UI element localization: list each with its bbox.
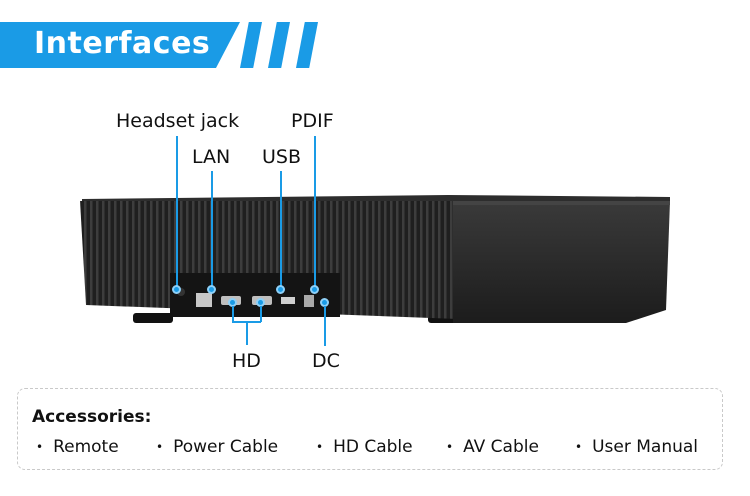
lan-label: LAN xyxy=(192,146,231,168)
headset-jack-label: Headset jack xyxy=(116,110,240,132)
accessory-item: •AV Cable xyxy=(446,437,539,457)
usb-label: USB xyxy=(262,146,302,168)
dc-label: DC xyxy=(312,350,340,372)
lan-callout-line xyxy=(211,171,213,288)
banner-stripe xyxy=(240,22,262,68)
accessory-item: •Power Cable xyxy=(156,437,279,457)
accessory-item: •User Manual xyxy=(575,437,699,457)
lan-callout-dot xyxy=(207,285,216,294)
banner-stripe xyxy=(296,22,318,68)
accessory-item: •HD Cable xyxy=(316,437,413,457)
accessories-title: Accessories: xyxy=(32,407,152,427)
header-banner xyxy=(0,22,240,68)
headset-callout-dot xyxy=(172,285,181,294)
accessory-item: •Remote xyxy=(36,437,119,457)
accessory-label: Power Cable xyxy=(173,437,279,457)
accessory-label: User Manual xyxy=(592,437,699,457)
hd-callout-line xyxy=(260,306,262,322)
pdif-callout-line xyxy=(314,136,316,288)
accessories-box: Accessories: •Remote •Power Cable •HD Ca… xyxy=(17,388,723,470)
hd-callout-line xyxy=(246,321,248,345)
accessory-label: AV Cable xyxy=(463,437,539,457)
pdif-label: PDIF xyxy=(291,110,334,132)
headset-callout-line xyxy=(176,136,178,288)
dc-callout-line xyxy=(324,306,326,346)
banner-stripe xyxy=(268,22,290,68)
usb-callout-dot xyxy=(276,285,285,294)
projector-device-image xyxy=(80,195,670,323)
hd-callout-line xyxy=(232,306,234,322)
accessory-label: HD Cable xyxy=(333,437,413,457)
page-title: Interfaces xyxy=(34,26,211,61)
accessory-label: Remote xyxy=(53,437,119,457)
pdif-callout-dot xyxy=(310,285,319,294)
usb-callout-line xyxy=(280,171,282,288)
hd-label: HD xyxy=(232,350,261,372)
